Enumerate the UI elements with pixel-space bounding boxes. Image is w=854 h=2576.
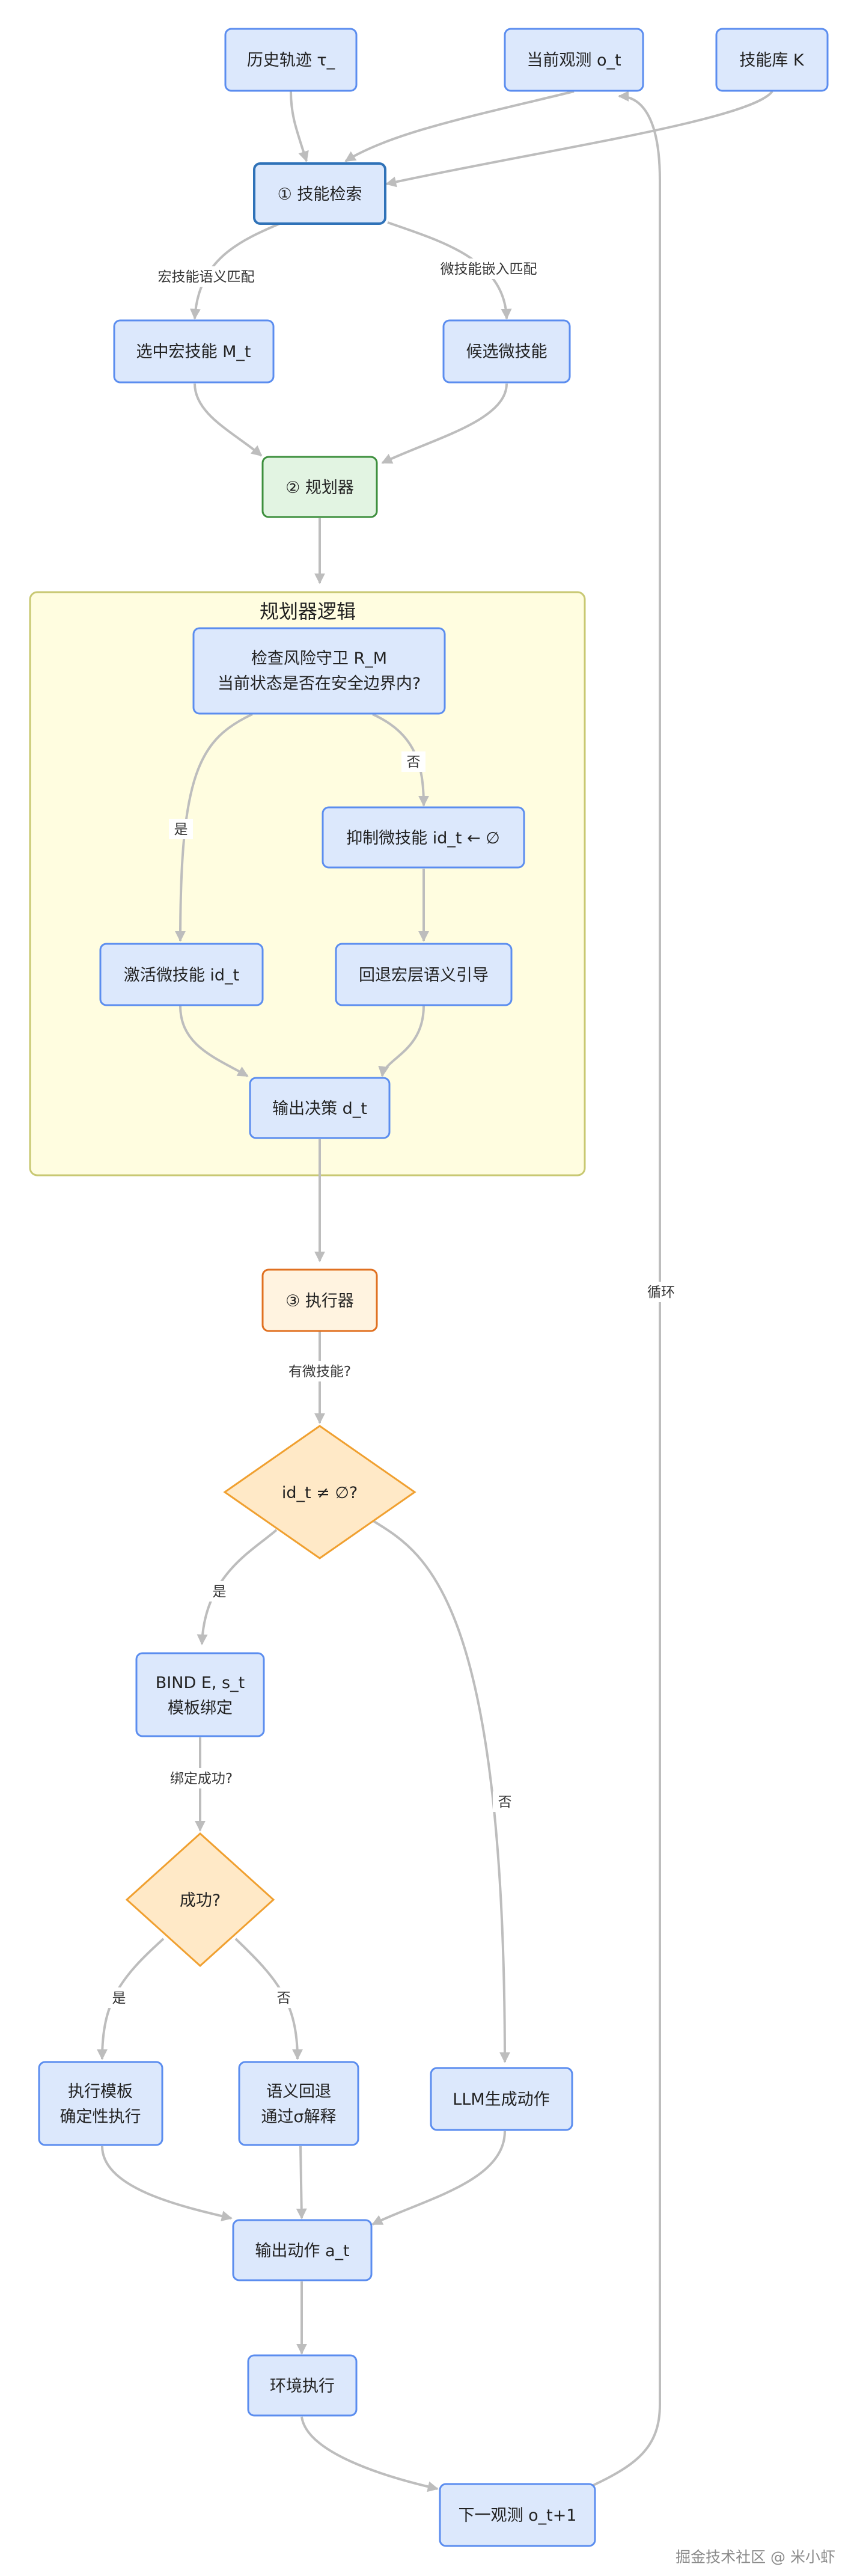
svg-text:历史轨迹 τ_: 历史轨迹 τ_ xyxy=(247,51,335,70)
node-llm-action: LLM生成动作 xyxy=(430,2067,573,2131)
node-observation: 当前观测 o_t xyxy=(504,28,644,92)
edges xyxy=(97,90,773,2492)
label-hasmicro-no: 否 xyxy=(498,1794,512,1810)
svg-text:当前观测 o_t: 当前观测 o_t xyxy=(526,51,621,70)
svg-text:输出决策 d_t: 输出决策 d_t xyxy=(272,1100,367,1118)
label-success-no: 否 xyxy=(277,1990,291,2006)
node-fallback-semantic: 回退宏层语义引导 xyxy=(335,943,513,1006)
svg-text:② 规划器: ② 规划器 xyxy=(285,479,354,497)
svg-text:技能库 K: 技能库 K xyxy=(739,51,805,70)
svg-text:成功?: 成功? xyxy=(180,1891,221,1910)
svg-text:id_t ≠ ∅?: id_t ≠ ∅? xyxy=(282,1484,358,1502)
node-history: 历史轨迹 τ_ xyxy=(224,28,358,92)
svg-text:① 技能检索: ① 技能检索 xyxy=(278,185,362,204)
svg-text:执行模板: 执行模板 xyxy=(68,2082,133,2101)
label-has-micro: 有微技能? xyxy=(288,1364,351,1380)
edge-observation-retrieval xyxy=(344,90,575,162)
svg-text:通过σ解释: 通过σ解释 xyxy=(261,2108,336,2126)
svg-text:当前状态是否在安全边界内?: 当前状态是否在安全边界内? xyxy=(218,675,421,693)
label-hasmicro-yes: 是 xyxy=(213,1584,227,1600)
edge-activate-decision xyxy=(179,1005,249,1077)
svg-text:BIND E, s_t: BIND E, s_t xyxy=(156,1674,245,1692)
node-output-action: 输出动作 a_t xyxy=(232,2219,373,2281)
node-planner: ② 规划器 xyxy=(261,456,378,518)
svg-text:确定性执行: 确定性执行 xyxy=(60,2108,141,2126)
node-success-diamond: 成功? xyxy=(125,1832,275,1968)
edge-retrieval-macro xyxy=(189,221,283,320)
node-next-observation: 下一观测 o_t+1 xyxy=(439,2483,596,2547)
svg-text:选中宏技能 M_t: 选中宏技能 M_t xyxy=(136,343,251,361)
edge-hasmicro-bind xyxy=(197,1529,278,1645)
svg-text:③ 执行器: ③ 执行器 xyxy=(285,1292,354,1311)
edge-micro-planner xyxy=(381,383,508,464)
edge-labels: 宏技能语义匹配 微技能嵌入匹配 否 是 有微技能? 是 否 绑定成功? 是 否 … xyxy=(107,259,678,2008)
label-micro-embed: 微技能嵌入匹配 xyxy=(441,262,537,277)
node-env-exec: 环境执行 xyxy=(247,2354,358,2417)
svg-text:模板绑定: 模板绑定 xyxy=(168,1699,233,1718)
edge-retrieval-micro xyxy=(387,221,512,320)
node-micro-candidates: 候选微技能 xyxy=(442,319,571,384)
watermark: 掘金技术社区 @ 米小虾 xyxy=(676,2548,835,2566)
edge-env-nextobs xyxy=(300,2416,439,2492)
edge-fallback-output xyxy=(296,2146,307,2220)
svg-text:候选微技能: 候选微技能 xyxy=(466,343,547,361)
label-macro-match: 宏技能语义匹配 xyxy=(158,269,255,285)
node-executor: ③ 执行器 xyxy=(261,1268,378,1332)
svg-text:输出动作 a_t: 输出动作 a_t xyxy=(255,2242,349,2260)
svg-text:环境执行: 环境执行 xyxy=(270,2377,335,2396)
label-risk-yes: 是 xyxy=(174,822,188,837)
node-bind-template: BIND E, s_t 模板绑定 xyxy=(135,1652,265,1737)
edge-exec-output xyxy=(101,2146,233,2222)
planner-logic-group xyxy=(29,591,586,1176)
edge-macro-planner xyxy=(194,383,263,457)
label-bind-ok: 绑定成功? xyxy=(170,1771,233,1787)
svg-text:激活微技能 id_t: 激活微技能 id_t xyxy=(124,966,239,985)
node-risk-check: 检查风险守卫 R_M 当前状态是否在安全边界内? xyxy=(192,627,446,715)
label-loop: 循环 xyxy=(647,1285,675,1300)
node-macro-skill: 选中宏技能 M_t xyxy=(113,319,275,384)
node-semantic-fallback: 语义回退 通过σ解释 xyxy=(238,2061,359,2146)
svg-text:LLM生成动作: LLM生成动作 xyxy=(453,2090,549,2109)
edge-risk-activate xyxy=(175,713,253,942)
node-skill-library: 技能库 K xyxy=(715,28,829,92)
label-success-yes: 是 xyxy=(112,1990,126,2006)
node-has-micro-diamond: id_t ≠ ∅? xyxy=(223,1425,416,1559)
edge-llm-output xyxy=(371,2131,506,2226)
node-suppress-micro: 抑制微技能 id_t ← ∅ xyxy=(322,806,525,869)
edge-history-retrieval xyxy=(290,91,309,162)
svg-text:语义回退: 语义回退 xyxy=(266,2082,331,2101)
label-risk-no: 否 xyxy=(407,754,421,770)
node-skill-retrieval: ① 技能检索 xyxy=(253,162,386,225)
svg-text:检查风险守卫 R_M: 检查风险守卫 R_M xyxy=(251,649,387,668)
node-decision: 输出决策 d_t xyxy=(249,1077,391,1139)
planner-logic-title: 规划器逻辑 xyxy=(260,600,356,623)
node-exec-template: 执行模板 确定性执行 xyxy=(38,2061,163,2146)
edge-hasmicro-llm xyxy=(370,1519,510,2063)
edge-skilllib-retrieval xyxy=(385,90,773,188)
edge-nextobs-observation xyxy=(591,91,661,2487)
edge-risk-suppress xyxy=(372,713,429,807)
node-activate-micro: 激活微技能 id_t xyxy=(99,943,264,1006)
svg-text:抑制微技能 id_t ← ∅: 抑制微技能 id_t ← ∅ xyxy=(346,829,500,848)
edge-fallback-decision xyxy=(378,1005,425,1077)
svg-text:下一观测 o_t+1: 下一观测 o_t+1 xyxy=(459,2506,577,2525)
svg-text:回退宏层语义引导: 回退宏层语义引导 xyxy=(359,966,489,985)
